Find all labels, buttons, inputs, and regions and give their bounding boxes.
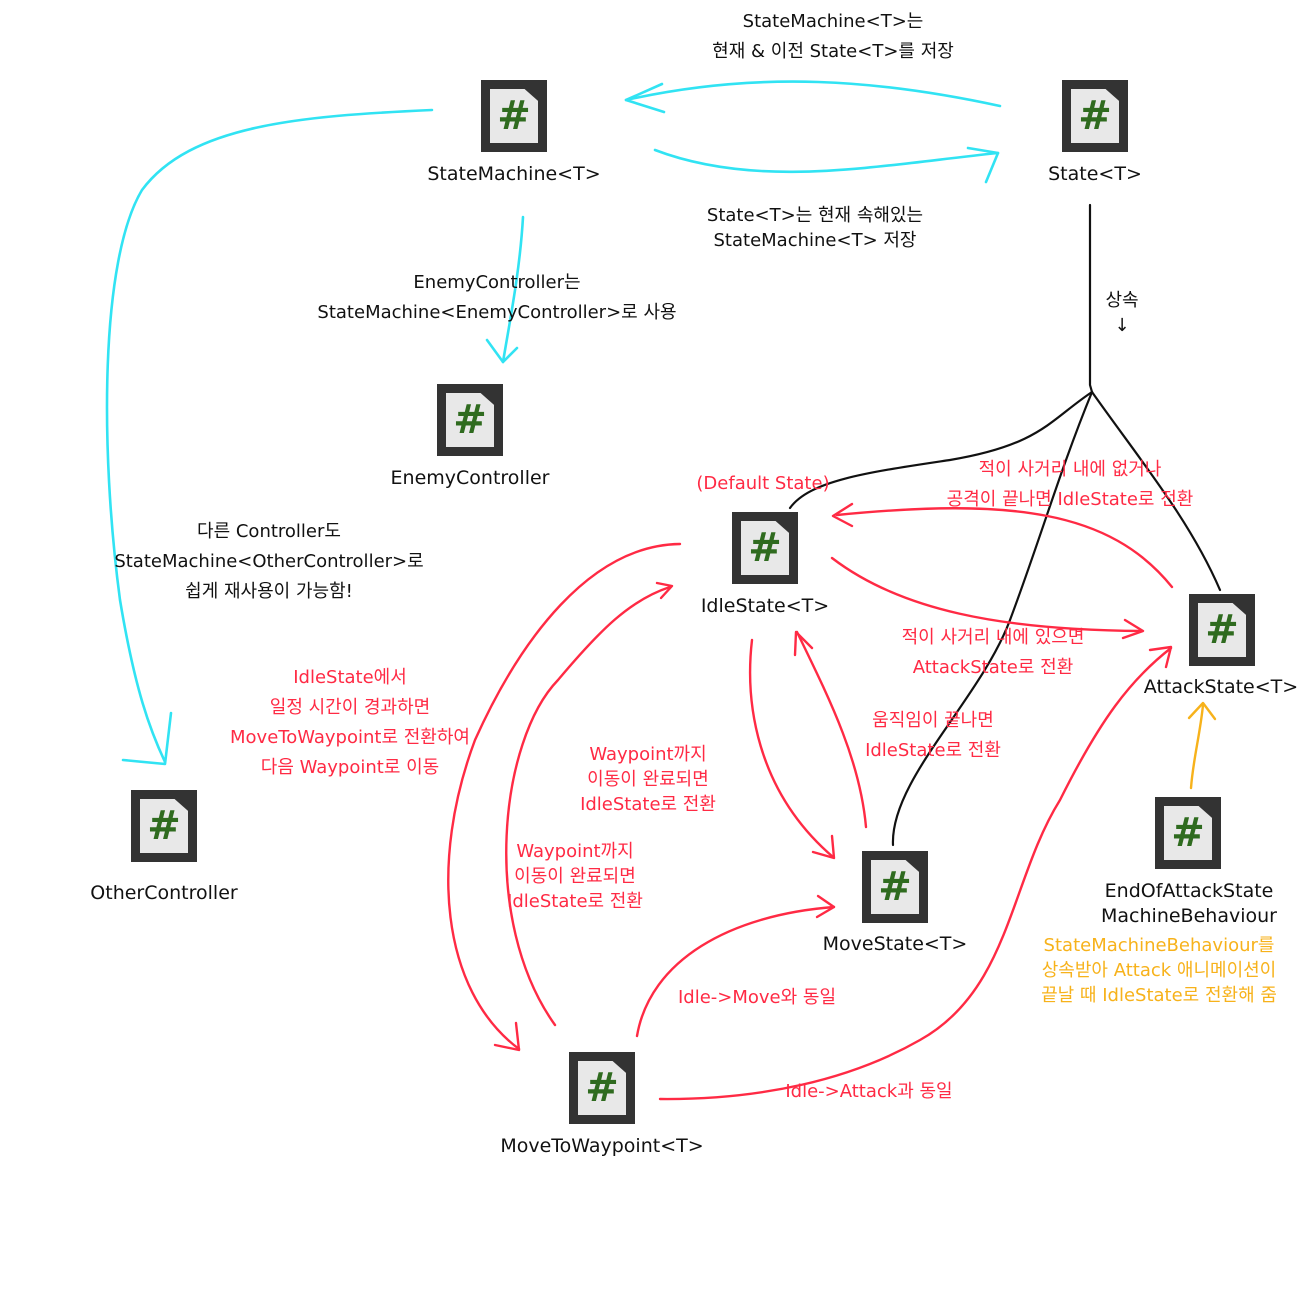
othercontroller-node[interactable]: # xyxy=(131,790,197,862)
arrowhead-idle-to-waypoint xyxy=(493,1021,521,1052)
arrow-statemachine-to-other xyxy=(105,108,434,764)
arrowhead-waypoint-to-attack xyxy=(1148,645,1173,669)
arrow-waypoint-to-idle xyxy=(505,585,672,1027)
movetowaypoint-node[interactable]: # xyxy=(569,1052,635,1124)
movetowaypoint-label: MoveToWaypoint<T> xyxy=(500,1135,704,1157)
csharp-file-icon: # xyxy=(862,851,928,923)
arrow-statemachine-to-state xyxy=(653,148,1000,174)
note-other-reuse: 다른 Controller도 StateMachine<OtherControl… xyxy=(114,521,424,602)
arrowhead-attack-to-idle xyxy=(831,502,854,528)
inherit-trunk xyxy=(1088,203,1094,394)
arrow-state-to-statemachine xyxy=(624,80,1002,108)
note-default-state: (Default State) xyxy=(696,473,830,494)
inherit-to-move xyxy=(891,390,1094,847)
arrow-move-to-idle xyxy=(795,630,868,829)
inherit-to-idle xyxy=(788,390,1094,510)
csharp-file-icon: # xyxy=(1155,797,1221,869)
arrowhead-statemachine-to-other xyxy=(121,711,173,766)
note-idle-to-waypoint: IdleState에서 일정 시간이 경과하면 MoveToWaypoint로 … xyxy=(230,667,470,778)
othercontroller-label: OtherController xyxy=(90,882,238,904)
arrowhead-waypoint-to-move xyxy=(815,894,836,919)
idlestate-node[interactable]: # xyxy=(732,512,798,584)
arrowhead-statemachine-to-state xyxy=(966,146,1000,184)
note-same-as-move: Idle->Move와 동일 xyxy=(677,987,837,1008)
idlestate-label: IdleState<T> xyxy=(700,595,830,617)
csharp-file-icon: # xyxy=(569,1052,635,1124)
enemycontroller-node[interactable]: # xyxy=(437,384,503,456)
arrow-attack-to-idle xyxy=(835,507,1174,589)
arrow-waypoint-to-move xyxy=(635,905,836,1038)
movestate-node[interactable]: # xyxy=(862,851,928,923)
endofattack-label-line2: MachineBehaviour xyxy=(1101,905,1277,927)
csharp-file-icon: # xyxy=(437,384,503,456)
arrowhead-statemachine-to-enemy xyxy=(485,338,519,364)
note-sm-stores-state: StateMachine<T>는 현재 & 이전 State<T>를 저장 xyxy=(712,11,954,62)
inherit-to-attack xyxy=(1090,390,1222,592)
endofattack-label: EndOfAttackState MachineBehaviour xyxy=(1101,879,1277,929)
arrowhead-idle-to-attack xyxy=(1121,618,1145,640)
state-node[interactable]: # xyxy=(1062,80,1128,152)
note-move-done: 움직임이 끝나면 IdleState로 전환 xyxy=(865,710,1001,761)
note-end-of-attack-desc: StateMachineBehaviour를 상속받아 Attack 애니메이션… xyxy=(1041,935,1277,1006)
arrowhead-waypoint-to-idle xyxy=(655,581,674,600)
note-to-idle-from-attack: 적이 사거리 내에 없거나 공격이 끝나면 IdleState로 전환 xyxy=(946,459,1194,510)
note-same-as-attack: Idle->Attack과 동일 xyxy=(785,1081,953,1102)
note-waypoint-done-2: Waypoint까지 이동이 완료되면 IdleState로 전환 xyxy=(507,841,643,912)
arrow-idle-to-attack xyxy=(830,556,1144,633)
movestate-label: MoveState<T> xyxy=(822,933,968,955)
arrowhead-idle-to-move xyxy=(811,834,836,860)
attackstate-node[interactable]: # xyxy=(1189,594,1255,666)
enemycontroller-label: EnemyController xyxy=(390,467,550,489)
endofattack-label-line1: EndOfAttackState xyxy=(1104,880,1274,902)
arrowhead-endofattack-to-attack xyxy=(1187,701,1217,721)
note-to-attack: 적이 사거리 내에 있으면 AttackState로 전환 xyxy=(901,627,1085,678)
statemachine-label: StateMachine<T> xyxy=(427,163,601,185)
note-state-stores-sm: State<T>는 현재 속해있는 StateMachine<T> 저장 xyxy=(706,205,924,251)
note-waypoint-done-1: Waypoint까지 이동이 완료되면 IdleState로 전환 xyxy=(580,744,716,815)
arrow-waypoint-to-attack xyxy=(658,646,1173,1101)
arrow-idle-to-move xyxy=(748,638,835,859)
endofattack-node[interactable]: # xyxy=(1155,797,1221,869)
statemachine-node[interactable]: # xyxy=(481,80,547,152)
arrow-idle-to-waypoint xyxy=(447,542,682,1051)
csharp-file-icon: # xyxy=(481,80,547,152)
attackstate-label: AttackState<T> xyxy=(1143,676,1299,698)
csharp-file-icon: # xyxy=(1189,594,1255,666)
csharp-file-icon: # xyxy=(732,512,798,584)
arrowhead-state-to-statemachine xyxy=(624,82,666,114)
note-enemy-uses: EnemyController는 StateMachine<EnemyContr… xyxy=(317,272,677,323)
arrowhead-move-to-idle xyxy=(793,630,814,657)
arrow-statemachine-to-enemy xyxy=(501,215,525,364)
arrow-endofattack-to-attack xyxy=(1189,703,1205,790)
state-label: State<T> xyxy=(1048,163,1142,185)
csharp-file-icon: # xyxy=(1062,80,1128,152)
csharp-file-icon: # xyxy=(131,790,197,862)
note-inherit: 상속 ↓ xyxy=(1105,290,1139,336)
